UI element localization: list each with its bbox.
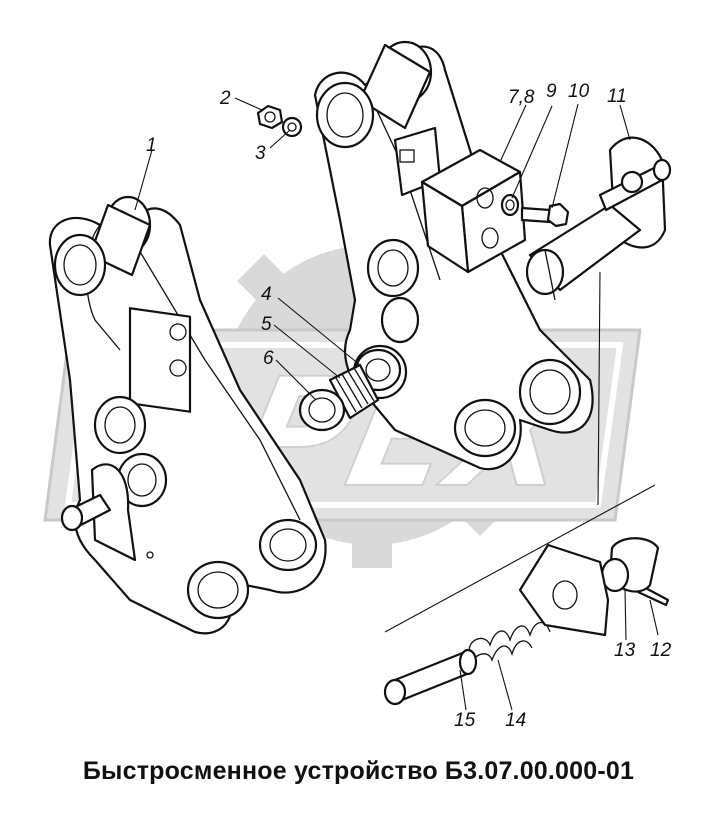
spring-part-14 — [468, 621, 551, 669]
label-part-15: 15 — [454, 710, 476, 731]
label-part-13: 13 — [614, 640, 636, 661]
separator-line — [384, 484, 656, 633]
label-part-9: 9 — [546, 81, 557, 102]
leader-lines — [134, 97, 659, 711]
diagram-title: Быстросменное устройство Б3.07.00.000-01 — [82, 757, 635, 785]
label-part-11: 11 — [607, 86, 627, 107]
latch-plate — [518, 543, 610, 637]
part-number-labels: 1 2 3 4 5 6 7,8 9 10 11 12 13 14 15 — [146, 81, 672, 731]
pin-part-13 — [600, 537, 660, 593]
latch-part-11 — [525, 136, 672, 301]
washer-part-3 — [281, 116, 303, 138]
separator-tick — [597, 271, 601, 506]
bolt-part-10 — [520, 202, 570, 228]
label-part-3: 3 — [255, 143, 266, 164]
label-part-5: 5 — [261, 314, 272, 335]
label-part-6: 6 — [263, 348, 274, 369]
label-part-12: 12 — [650, 640, 672, 661]
label-part-2: 2 — [219, 88, 231, 109]
nut-part-2 — [256, 104, 284, 130]
label-part-14: 14 — [505, 710, 526, 731]
label-part-7-8: 7,8 — [508, 87, 535, 108]
label-part-4: 4 — [261, 284, 272, 305]
label-part-1: 1 — [146, 135, 157, 156]
label-part-10: 10 — [568, 81, 590, 102]
pin-part-15 — [383, 648, 478, 706]
left-plate-part-1 — [48, 195, 327, 635]
bushing-part-6 — [298, 388, 346, 432]
washer-part-9 — [500, 193, 520, 217]
